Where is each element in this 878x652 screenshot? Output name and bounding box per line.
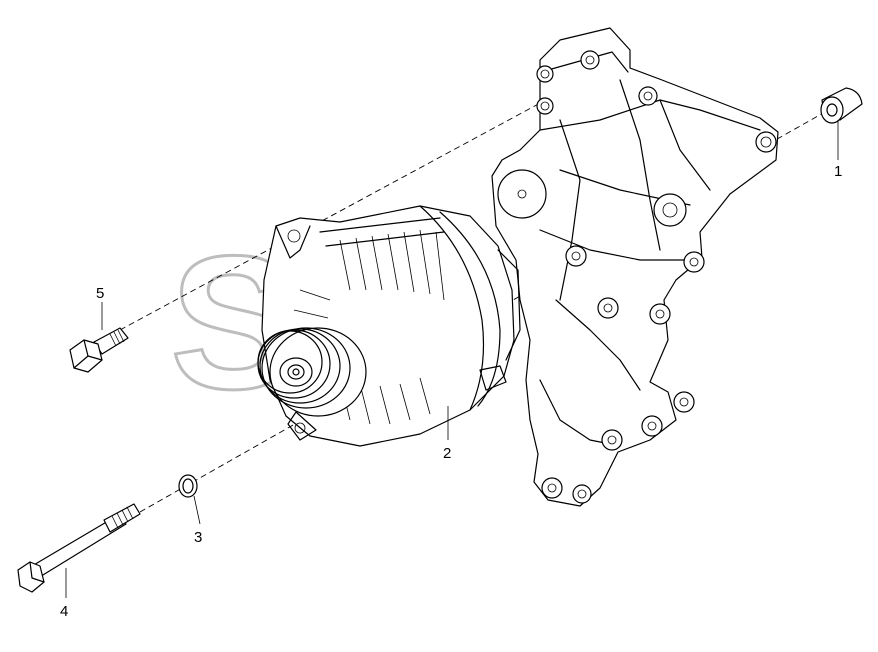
callout-labels: 1 2 3 4 5 xyxy=(60,163,842,620)
part-4-long-bolt[interactable] xyxy=(17,503,141,593)
callout-3: 3 xyxy=(194,529,202,546)
callout-2: 2 xyxy=(443,445,451,462)
alternator[interactable] xyxy=(257,205,521,447)
leader-lines xyxy=(65,120,839,598)
part-2-mounting-bracket[interactable] xyxy=(491,27,779,507)
alternator-pulley xyxy=(257,327,367,417)
part-1-spacer-sleeve[interactable] xyxy=(820,87,863,124)
part-3-washer[interactable] xyxy=(178,474,198,498)
callout-1: 1 xyxy=(834,163,842,180)
part-5-short-bolt[interactable] xyxy=(69,327,129,373)
callout-5: 5 xyxy=(96,285,104,302)
callout-4: 4 xyxy=(60,603,68,620)
